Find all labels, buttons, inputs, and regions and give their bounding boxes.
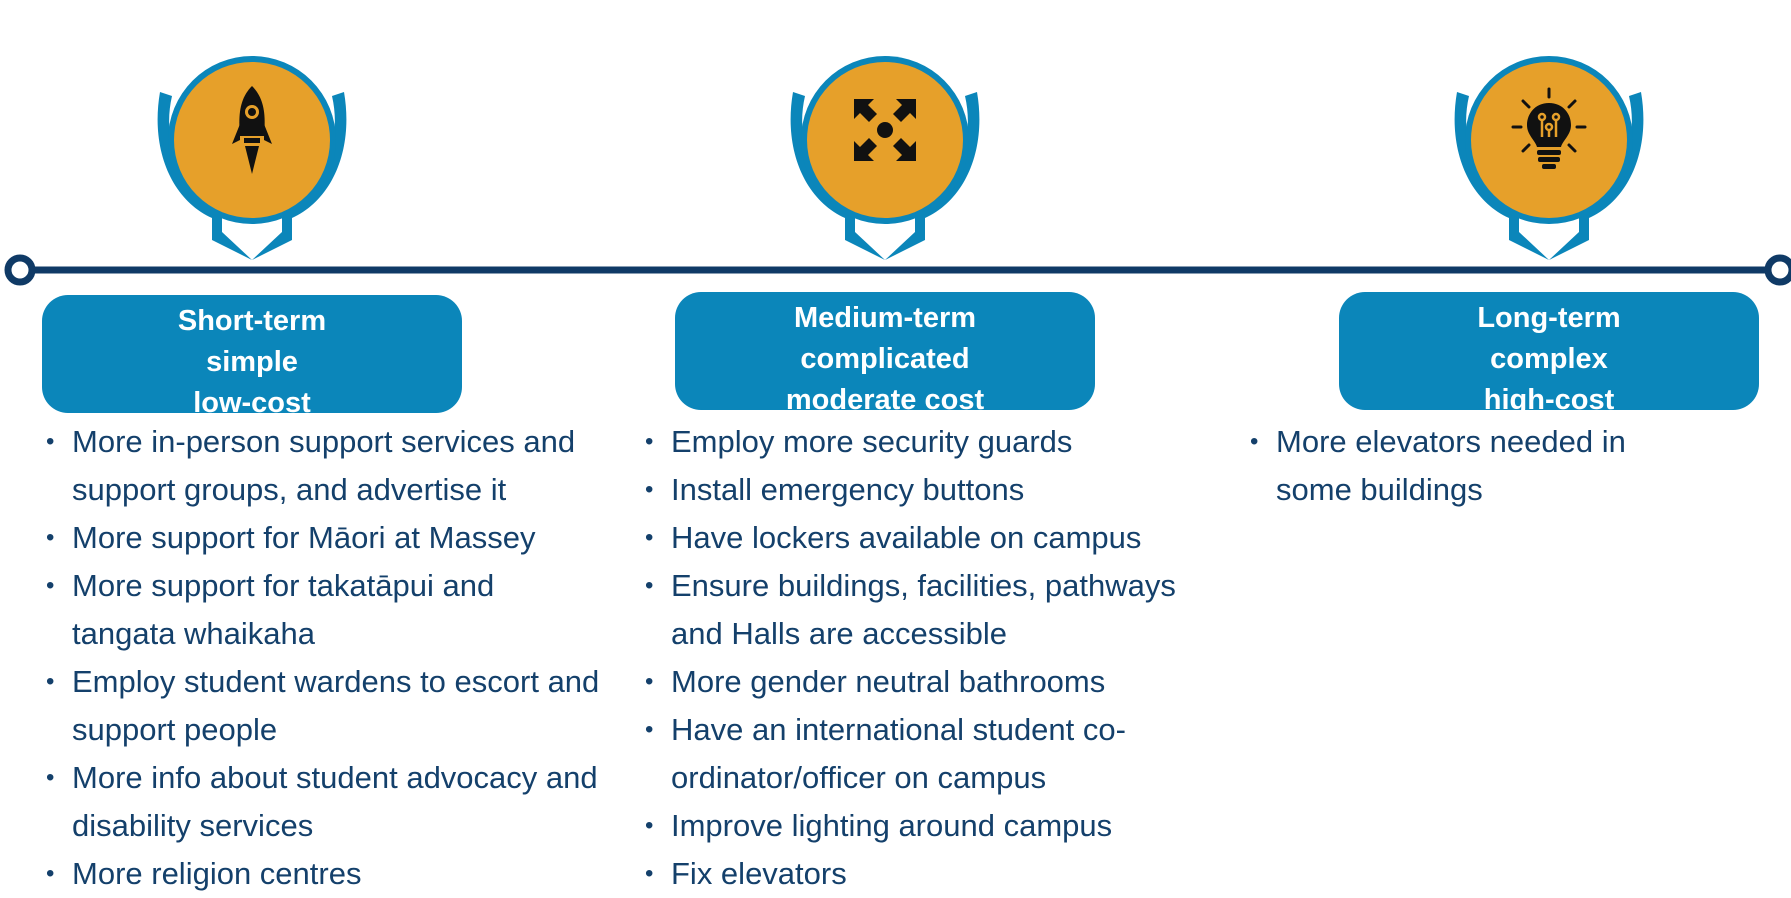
milestone-pin bbox=[42, 0, 462, 260]
list-item: Have lockers available on campus bbox=[641, 514, 1201, 562]
list-long-term: More elevators needed in some buildings bbox=[1246, 418, 1686, 514]
label-line: low-cost bbox=[193, 387, 311, 419]
list-item: More support for takatāpui and tangata w… bbox=[42, 562, 602, 658]
expand-arrows-icon bbox=[813, 58, 957, 202]
label-line: high-cost bbox=[1483, 384, 1615, 416]
list-item: Have an international student co-ordinat… bbox=[641, 706, 1201, 802]
label-short-term: Short-term simple low-cost bbox=[42, 295, 462, 419]
milestone-pin bbox=[1339, 0, 1759, 260]
column-medium-term: Medium-term complicated moderate cost Em… bbox=[645, 0, 1176, 898]
list-item: More elevators needed in some buildings bbox=[1246, 418, 1686, 514]
rocket-icon bbox=[180, 58, 324, 202]
label-long-term: Long-term complex high-cost bbox=[1339, 292, 1759, 416]
label-line: moderate cost bbox=[785, 384, 985, 416]
label-line: complex bbox=[1490, 343, 1608, 375]
list-item: Install emergency buttons bbox=[641, 466, 1201, 514]
list-medium-term: Employ more security guards Install emer… bbox=[641, 418, 1201, 898]
label-line: Medium-term bbox=[793, 302, 977, 334]
label-line: simple bbox=[206, 346, 298, 378]
list-item: More in-person support services and supp… bbox=[42, 418, 602, 514]
list-item: Fix elevators bbox=[641, 850, 1201, 898]
timeline-start-node bbox=[4, 254, 36, 286]
list-item: More info about student advocacy and dis… bbox=[42, 754, 602, 850]
list-short-term: More in-person support services and supp… bbox=[42, 418, 602, 898]
timeline-end-node bbox=[1764, 254, 1791, 286]
label-line: Short-term bbox=[177, 305, 327, 337]
column-short-term: Short-term simple low-cost More in-perso… bbox=[42, 0, 599, 898]
list-item: Employ student wardens to escort and sup… bbox=[42, 658, 602, 754]
label-line: complicated bbox=[800, 343, 970, 375]
list-item: Employ more security guards bbox=[641, 418, 1201, 466]
milestone-pin bbox=[675, 0, 1095, 260]
column-long-term: Long-term complex high-cost More elevato… bbox=[1250, 0, 1759, 891]
lightbulb-icon bbox=[1477, 58, 1621, 202]
pin-marker bbox=[790, 56, 980, 260]
list-item: Ensure buildings, facilities, pathways a… bbox=[641, 562, 1201, 658]
list-item: More support for Māori at Massey bbox=[42, 514, 602, 562]
list-item: More gender neutral bathrooms bbox=[641, 658, 1201, 706]
label-medium-term: Medium-term complicated moderate cost bbox=[675, 292, 1095, 416]
label-line: Long-term bbox=[1477, 302, 1621, 334]
list-item: Improve lighting around campus bbox=[641, 802, 1201, 850]
list-item: More religion centres bbox=[42, 850, 602, 898]
